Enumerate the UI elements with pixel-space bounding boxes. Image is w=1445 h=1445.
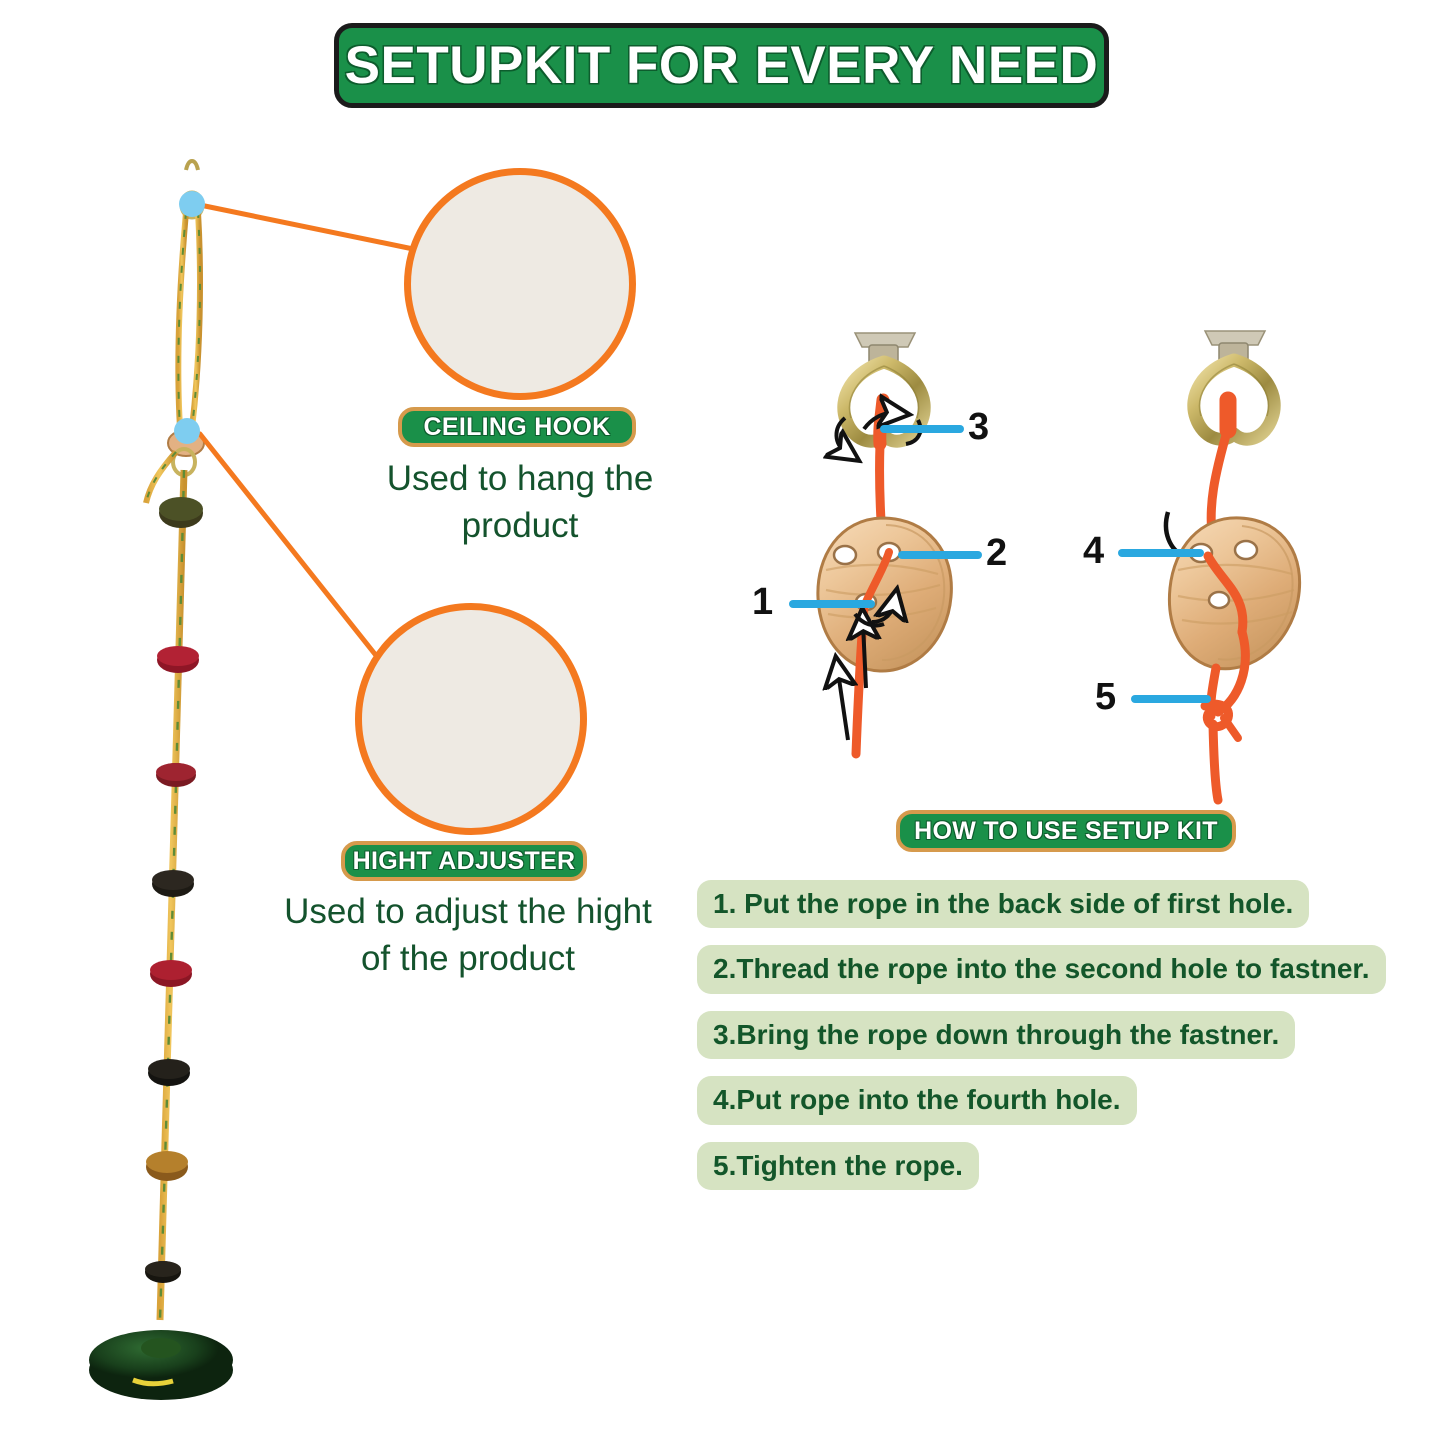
diagram-left-steps-123	[816, 332, 953, 759]
ceiling-hook-marker-dot	[179, 191, 205, 217]
height-adjuster-marker-dot	[174, 418, 200, 444]
callout-line-5	[1131, 695, 1211, 703]
label-how-to-use-setup-kit: HOW TO USE SETUP KIT	[896, 810, 1236, 852]
label-ceiling-hook: CEILING HOOK	[398, 407, 636, 447]
ceiling-hook-detail-circle	[404, 168, 636, 400]
list-item: 3.Bring the rope down through the fastne…	[697, 1010, 1296, 1060]
label-height-adjuster: HIGHT ADJUSTER	[341, 841, 587, 881]
setup-steps-list: 1. Put the rope in the back side of firs…	[697, 880, 1386, 1207]
step-row: 1. Put the rope in the back side of firs…	[697, 880, 1377, 945]
label-height-adjuster-text: HIGHT ADJUSTER	[352, 846, 576, 875]
callout-number-5: 5	[1095, 676, 1117, 718]
step-row: 2.Thread the rope into the second hole t…	[697, 945, 1386, 1010]
callout-line-1	[789, 600, 875, 608]
product-base-disc	[89, 1330, 233, 1400]
callout-number-2: 2	[986, 532, 1008, 574]
callout-line-2	[898, 551, 982, 559]
list-item: 4.Put rope into the fourth hole.	[697, 1076, 1137, 1125]
callout-line-4	[1118, 549, 1204, 557]
list-item: 2.Thread the rope into the second hole t…	[697, 945, 1386, 994]
callout-number-3: 3	[968, 406, 990, 448]
step-row: 4.Put rope into the fourth hole.	[697, 1076, 1377, 1141]
page-title: SETUPKIT FOR EVERY NEED	[344, 36, 1099, 95]
page-title-banner: SETUPKIT FOR EVERY NEED	[334, 23, 1109, 108]
callout-line-3	[880, 425, 964, 433]
leader-lines	[197, 202, 421, 666]
list-item: 1. Put the rope in the back side of firs…	[697, 880, 1310, 929]
product-photo-illustration	[89, 158, 233, 1400]
callout-number-4: 4	[1083, 530, 1105, 572]
callout-number-1: 1	[752, 581, 774, 623]
step-row: 5.Tighten the rope.	[697, 1141, 1377, 1207]
bead-stack	[145, 497, 203, 1283]
list-item: 5.Tighten the rope.	[697, 1141, 979, 1190]
label-ceiling-hook-text: CEILING HOOK	[423, 412, 611, 441]
diagram-right-steps-45	[1163, 330, 1302, 805]
base-logo-mark	[132, 1377, 174, 1387]
label-how-to-use-setup-kit-text: HOW TO USE SETUP KIT	[914, 816, 1218, 845]
caption-height-adjuster: Used to adjust the hight of the product	[284, 892, 652, 979]
caption-ceiling-hook: Used to hang the product	[386, 459, 654, 546]
height-adjuster-detail-circle	[355, 603, 587, 835]
step-row: 3.Bring the rope down through the fastne…	[697, 1010, 1377, 1076]
